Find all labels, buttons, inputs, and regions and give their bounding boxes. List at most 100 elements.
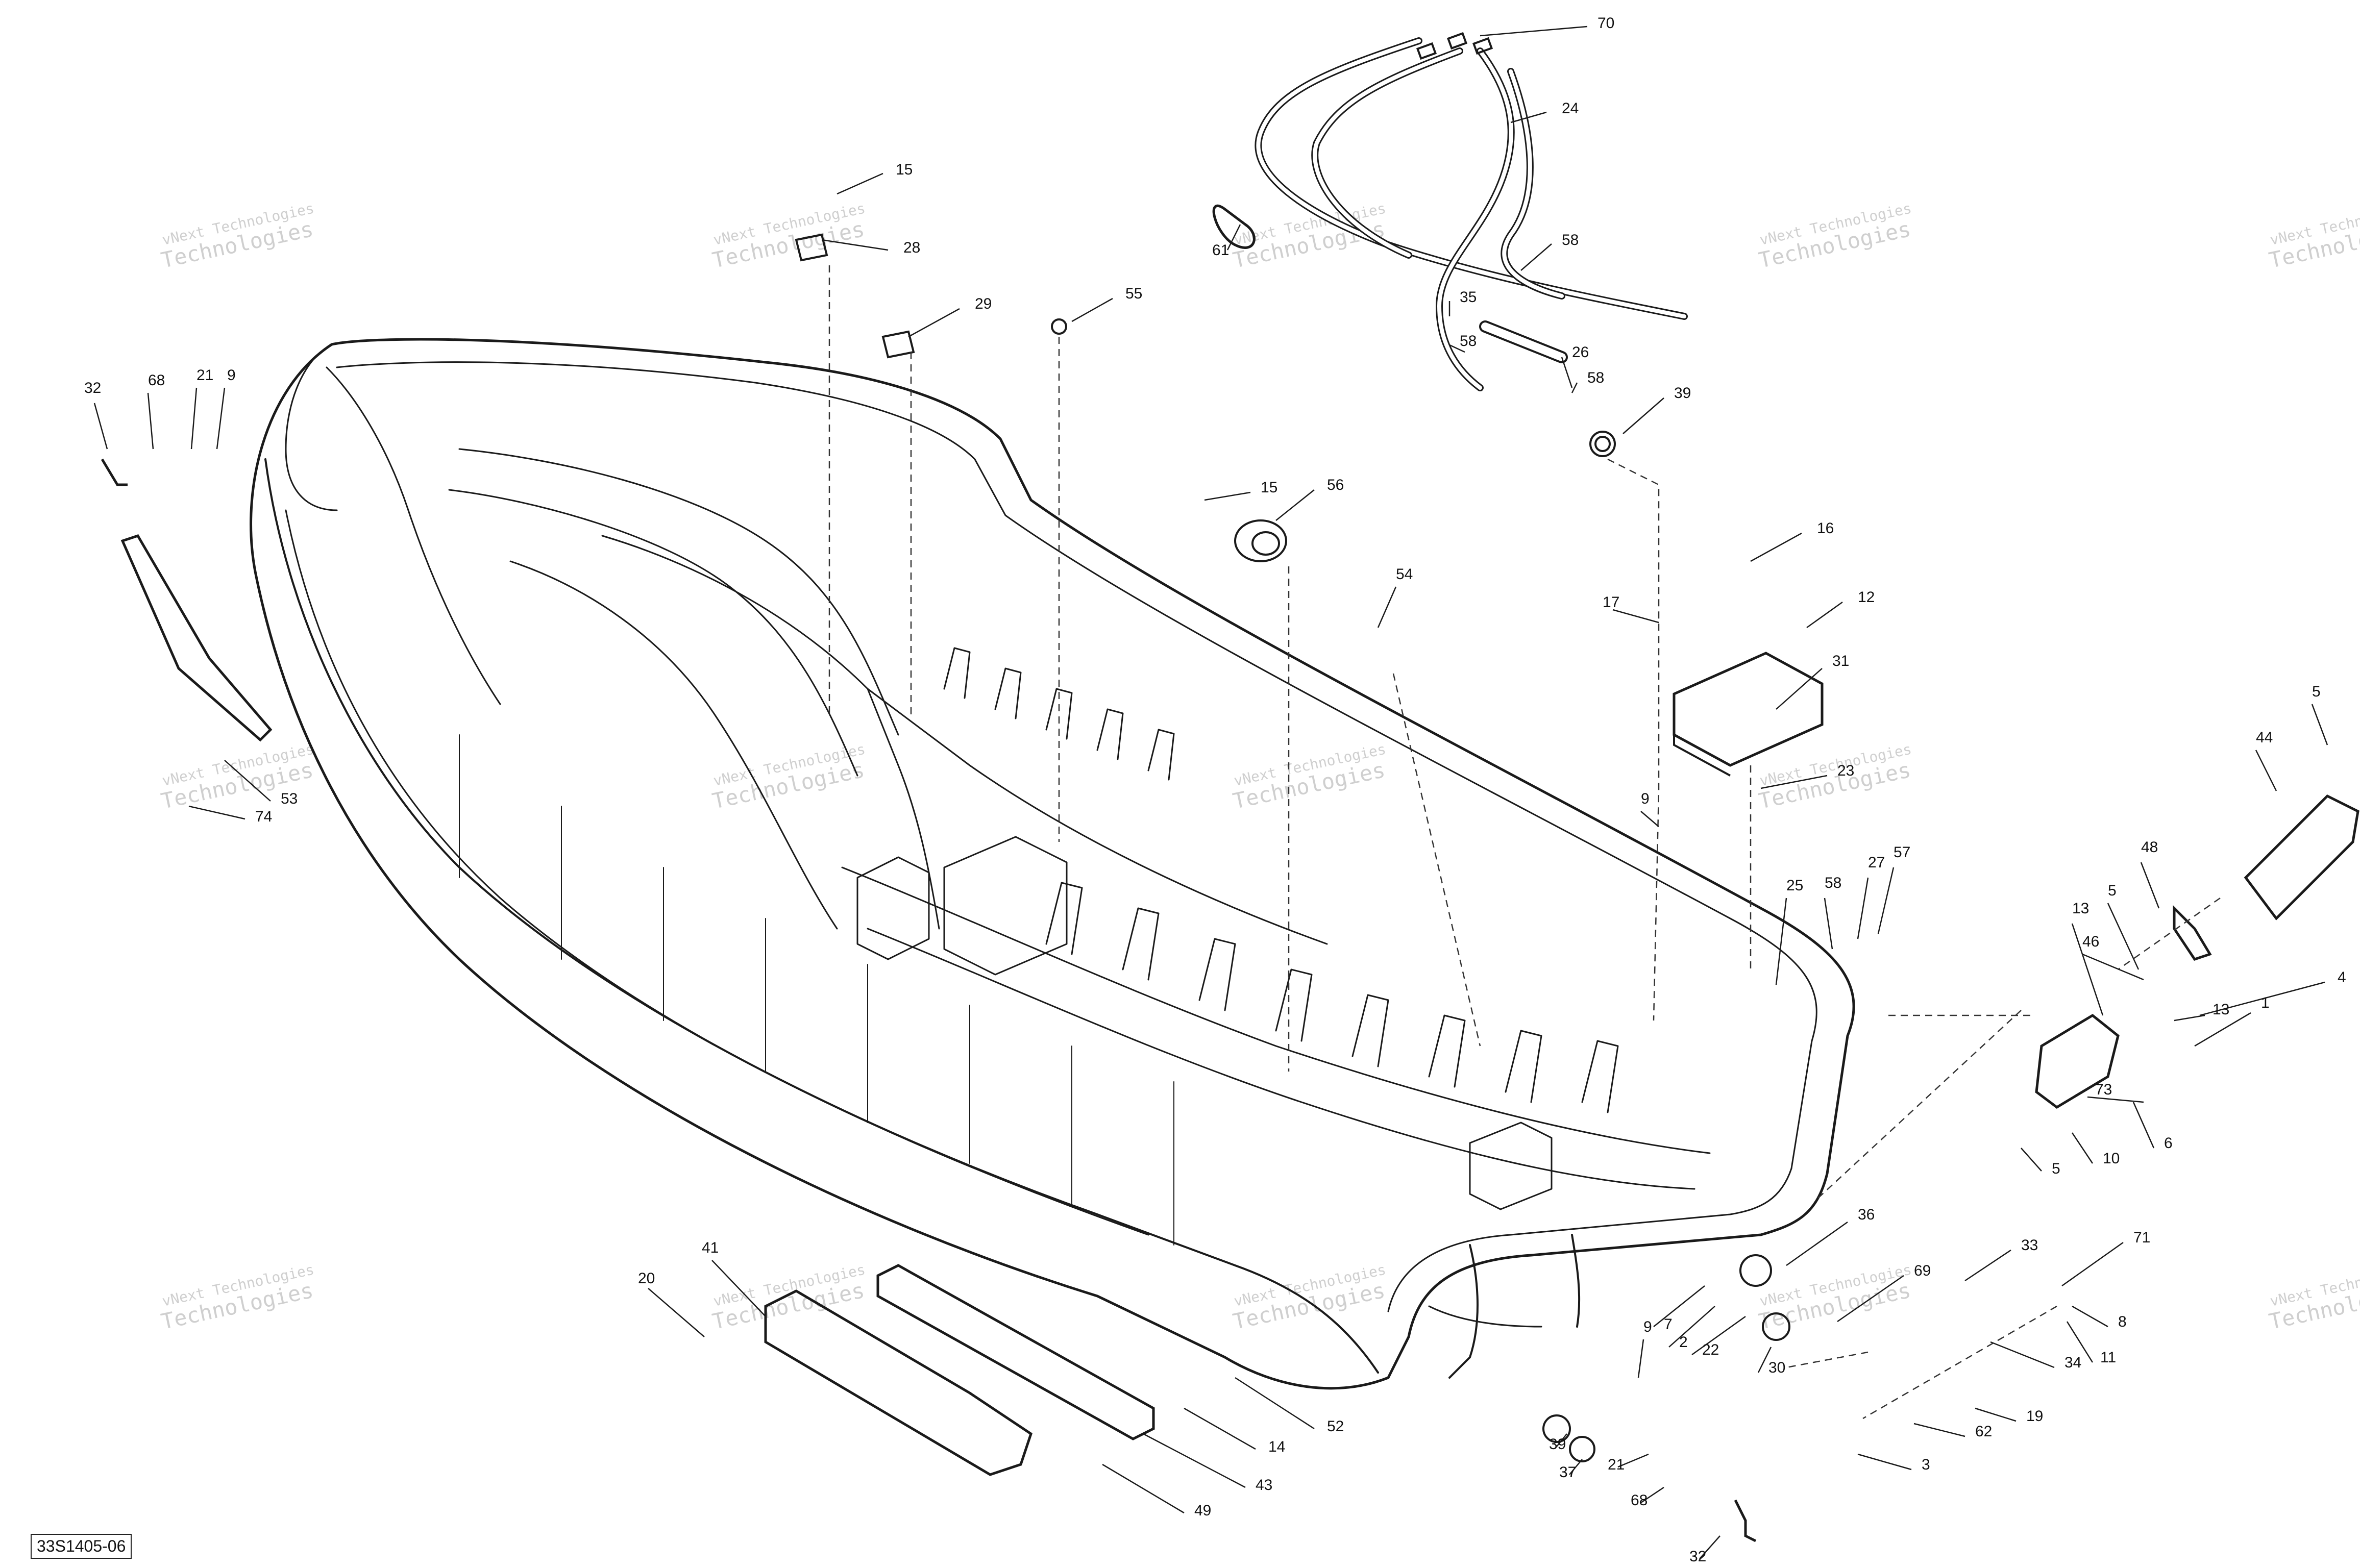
callout-32: 32: [1689, 1548, 1706, 1565]
callout-32: 32: [84, 380, 101, 396]
callout-58: 58: [1825, 875, 1841, 891]
callout-39: 39: [1674, 385, 1691, 402]
leader-line: [1235, 1377, 1315, 1430]
leader-line: [1184, 1407, 1256, 1450]
callout-5: 5: [2312, 683, 2321, 700]
callout-54: 54: [1396, 566, 1413, 583]
callout-52: 52: [1327, 1418, 1344, 1435]
leader-line: [2061, 1241, 2124, 1287]
leader-line: [2140, 862, 2160, 909]
leader-line: [1520, 243, 1552, 271]
callout-13: 13: [2072, 900, 2089, 917]
leader-line: [1480, 26, 1588, 37]
leader-line: [1668, 1306, 1715, 1348]
callout-26: 26: [1572, 344, 1589, 361]
callout-41: 41: [702, 1239, 719, 1256]
callout-13: 13: [2212, 1001, 2229, 1018]
leader-line: [1990, 1341, 2055, 1368]
callout-9: 9: [1643, 1318, 1652, 1335]
callout-58: 58: [1460, 333, 1477, 350]
callout-7: 7: [1664, 1316, 1673, 1333]
callout-37: 37: [1559, 1464, 1576, 1481]
leader-line: [1824, 898, 1833, 950]
callout-9: 9: [227, 367, 236, 384]
leader-line: [2066, 1321, 2094, 1363]
leader-lines: [93, 26, 2328, 1559]
callout-27: 27: [1868, 854, 1885, 871]
leader-line: [1071, 297, 1113, 322]
leader-line: [1143, 1433, 1246, 1488]
callout-22: 22: [1702, 1341, 1719, 1358]
callout-62: 62: [1975, 1423, 1992, 1440]
leader-line: [1775, 898, 1787, 985]
leader-line: [93, 403, 108, 450]
callout-25: 25: [1786, 877, 1803, 894]
callout-68: 68: [1631, 1492, 1648, 1509]
leader-line: [1786, 1221, 1848, 1266]
small-parts: [101, 32, 2359, 1542]
leader-line: [188, 805, 245, 820]
leader-line: [1102, 1463, 1185, 1514]
leader-line: [2071, 923, 2104, 1016]
hull-body: [250, 338, 1855, 1390]
leader-line: [1857, 1453, 1912, 1471]
leader-line: [2255, 750, 2277, 791]
callout-21: 21: [1608, 1456, 1625, 1473]
callout-14: 14: [1268, 1438, 1285, 1455]
callout-58: 58: [1562, 232, 1579, 248]
assembly-lines: [828, 265, 2221, 1420]
leader-line: [1623, 397, 1664, 434]
leader-line: [1975, 1407, 2017, 1422]
drawing-reference-code: 33S1405-06: [31, 1534, 132, 1559]
callout-55: 55: [1125, 285, 1142, 302]
callout-39: 39: [1549, 1436, 1566, 1453]
leader-line: [1226, 224, 1241, 251]
callout-17: 17: [1603, 594, 1619, 611]
callout-53: 53: [281, 790, 298, 807]
leader-line: [837, 172, 883, 195]
leader-line: [2021, 1148, 2042, 1172]
leader-line: [190, 387, 198, 450]
leader-line: [2199, 981, 2325, 1016]
leader-line: [2194, 1012, 2251, 1047]
callout-35: 35: [1460, 289, 1477, 306]
callout-29: 29: [975, 295, 992, 312]
leader-line: [1569, 1459, 1583, 1475]
callout-20: 20: [638, 1270, 655, 1287]
callout-21: 21: [196, 367, 213, 384]
callout-15: 15: [1261, 479, 1277, 496]
callout-74: 74: [255, 808, 272, 825]
callout-23: 23: [1837, 762, 1854, 779]
callout-73: 73: [2095, 1081, 2112, 1098]
callout-71: 71: [2133, 1229, 2150, 1246]
callout-4: 4: [2338, 969, 2346, 986]
leader-line: [147, 392, 154, 450]
leader-line: [1857, 877, 1869, 939]
leader-line: [216, 387, 226, 450]
leader-line: [2072, 1305, 2108, 1328]
leader-line: [1913, 1423, 1965, 1437]
callout-56: 56: [1327, 477, 1344, 493]
leader-line: [711, 1260, 766, 1317]
callout-70: 70: [1597, 15, 1614, 32]
callout-28: 28: [903, 239, 920, 256]
leader-line: [1377, 586, 1397, 628]
callout-10: 10: [2103, 1150, 2120, 1167]
callout-57: 57: [1894, 844, 1910, 861]
leader-line: [1275, 489, 1315, 521]
leader-line: [224, 760, 271, 802]
callout-36: 36: [1858, 1206, 1875, 1223]
leader-line: [1760, 775, 1828, 789]
callout-30: 30: [1768, 1359, 1785, 1376]
callout-8: 8: [2118, 1313, 2127, 1330]
hoses-group: [1212, 37, 1688, 391]
callout-12: 12: [1858, 589, 1875, 606]
leader-line: [1571, 382, 1578, 393]
callout-49: 49: [1194, 1502, 1211, 1519]
leader-line: [1640, 811, 1659, 827]
leader-line: [1637, 1339, 1644, 1378]
leader-line: [1561, 357, 1573, 388]
callout-19: 19: [2026, 1408, 2043, 1425]
